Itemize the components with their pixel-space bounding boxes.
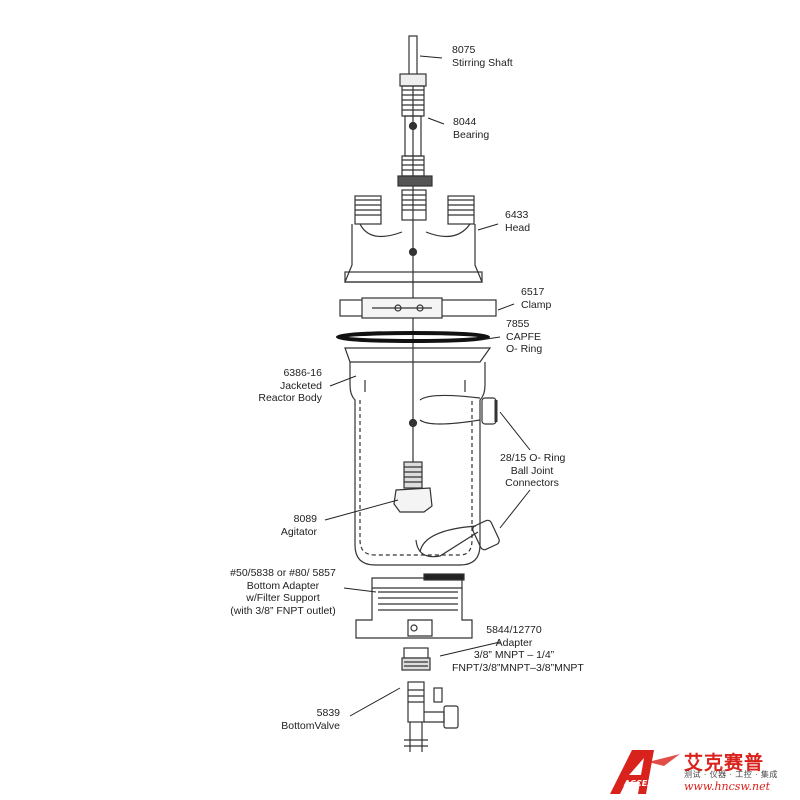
clamp bbox=[339, 297, 497, 319]
head bbox=[344, 189, 483, 283]
agitator bbox=[393, 418, 433, 513]
label-agitator: 8089 Agitator bbox=[281, 513, 317, 538]
stirring-shaft bbox=[408, 35, 418, 480]
label-bottom-valve: 5839 BottomValve bbox=[281, 707, 340, 732]
label-code: 5839 bbox=[316, 707, 340, 719]
label-code: 6433 bbox=[505, 209, 529, 221]
bottom-adapter bbox=[355, 573, 473, 639]
label-reactor-body: 6386-16 Jacketed Reactor Body bbox=[258, 367, 322, 405]
label-code: 8044 bbox=[453, 116, 477, 128]
label-line: CAPFE bbox=[506, 330, 542, 343]
label-stirring-shaft: 8075 Stirring Shaft bbox=[452, 44, 513, 69]
logo-url: www.hncsw.net bbox=[684, 780, 771, 793]
label-code: 8089 bbox=[293, 513, 317, 525]
adapter-fitting bbox=[401, 647, 431, 671]
label-name: Stirring Shaft bbox=[452, 56, 513, 69]
logo-subtitle: 测试 · 仪器 · 工控 · 集成 bbox=[684, 770, 778, 779]
label-head: 6433 Head bbox=[505, 209, 530, 234]
label-line: O- Ring bbox=[506, 343, 543, 355]
label-line: Bottom Adapter bbox=[246, 579, 320, 592]
label-line: Adapter bbox=[495, 636, 533, 649]
label-line: 5844/12770 bbox=[486, 624, 542, 636]
bearing bbox=[397, 73, 433, 187]
label-line: #50/5838 or #80/ 5857 bbox=[230, 567, 336, 579]
logo-chinese-name: 艾克赛普 bbox=[684, 752, 765, 774]
logo-mark-text: ACCEXP bbox=[623, 779, 659, 788]
label-line: 28/15 O- Ring bbox=[500, 452, 566, 464]
bottom-valve bbox=[404, 681, 459, 752]
label-line: w/Filter Support bbox=[246, 592, 320, 604]
label-code: 7855 bbox=[506, 318, 530, 330]
label-code: 8075 bbox=[452, 44, 476, 56]
label-line: Connectors bbox=[505, 477, 559, 489]
label-line: Ball Joint bbox=[510, 464, 554, 477]
label-clamp: 6517 Clamp bbox=[521, 286, 551, 311]
label-code: 6386-16 bbox=[283, 367, 322, 379]
label-connectors: 28/15 O- Ring Ball Joint Connectors bbox=[500, 452, 566, 490]
label-name: BottomValve bbox=[281, 719, 340, 732]
label-adapter: 5844/12770 Adapter 3/8” MNPT – 1/4” FNPT… bbox=[452, 624, 584, 674]
label-line: Reactor Body bbox=[258, 392, 322, 404]
leader-lines bbox=[324, 55, 531, 717]
label-line: 3/8” MNPT – 1/4” bbox=[473, 649, 555, 661]
label-code: 6517 bbox=[521, 286, 545, 298]
label-name: Agitator bbox=[280, 525, 317, 538]
label-line: Jacketed bbox=[279, 379, 322, 392]
capfe-o-ring bbox=[336, 331, 490, 343]
label-bearing: 8044 Bearing bbox=[453, 116, 489, 141]
label-o-ring: 7855 CAPFE O- Ring bbox=[506, 318, 542, 356]
label-line: FNPT/3/8”MNPT–3/8”MNPT bbox=[452, 661, 584, 674]
label-name: Head bbox=[505, 221, 531, 234]
jacketed-reactor-body bbox=[344, 347, 500, 566]
label-name: Clamp bbox=[521, 298, 552, 311]
label-bottom-adapter: #50/5838 or #80/ 5857 Bottom Adapter w/F… bbox=[222, 567, 344, 617]
label-line: (with 3/8” FNPT outlet) bbox=[230, 604, 336, 617]
label-name: Bearing bbox=[453, 128, 490, 141]
accexp-logo: ACCEXP bbox=[610, 750, 680, 794]
